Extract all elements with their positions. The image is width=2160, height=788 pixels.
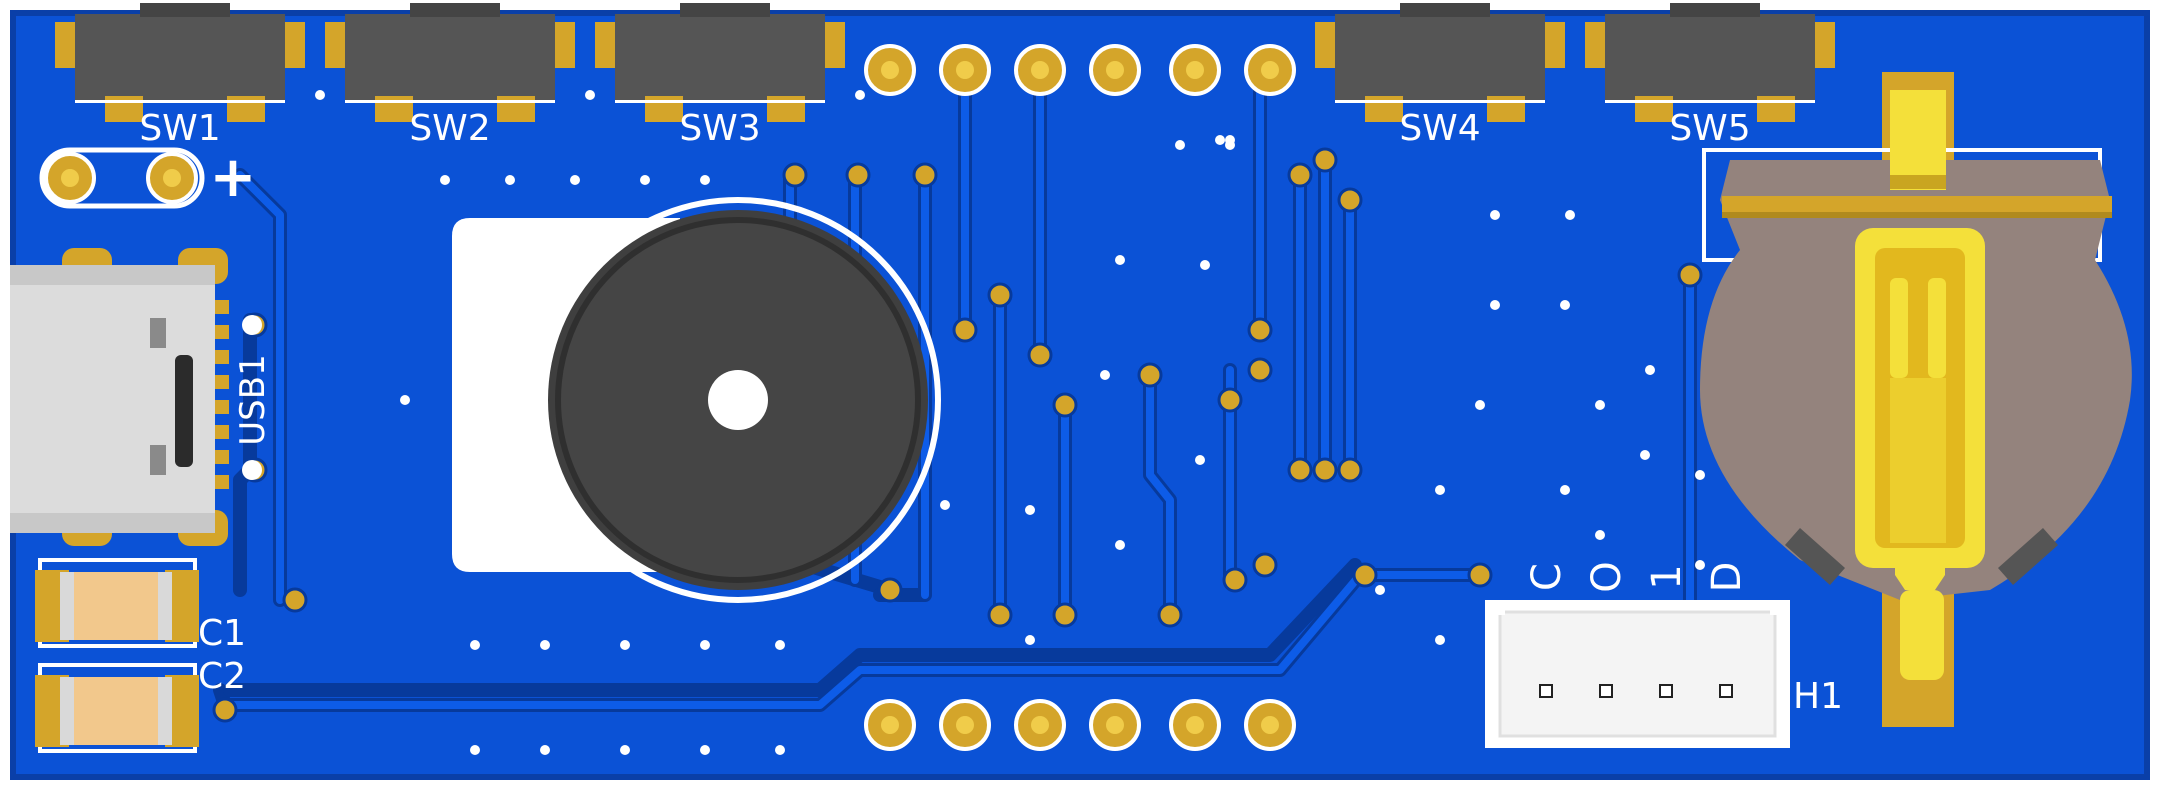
- stitching-vias: [315, 90, 1760, 755]
- switch-sw2[interactable]: [325, 3, 575, 122]
- buzzer[interactable]: [452, 197, 941, 603]
- switch-label-sw2: SW2: [409, 108, 490, 149]
- capacitor-label-c1: C1: [198, 613, 246, 654]
- header-h1[interactable]: [1485, 600, 1790, 748]
- trace-vias: [212, 147, 1703, 723]
- header-h1-pin-label-1: 1: [1644, 564, 1690, 589]
- switch-label-sw1: SW1: [139, 108, 220, 149]
- top-pin-row: [864, 44, 1296, 96]
- usb-label: USB1: [233, 354, 273, 445]
- switch-label-sw3: SW3: [679, 108, 760, 149]
- switch-sw1[interactable]: [55, 3, 305, 122]
- switch-sw3[interactable]: [595, 3, 845, 122]
- slide-switches: [55, 3, 1835, 122]
- capacitor-c2[interactable]: [35, 663, 199, 753]
- capacitor-label-c2: C2: [198, 656, 246, 697]
- power-connector: [39, 147, 205, 209]
- power-polarity-label: +: [210, 145, 257, 210]
- header-h1-pin-label-d: D: [1704, 562, 1750, 593]
- switch-sw5[interactable]: [1585, 3, 1835, 122]
- capacitor-c1[interactable]: [35, 558, 199, 648]
- header-h1-label: H1: [1793, 676, 1843, 717]
- header-h1-pin-label-c: C: [1524, 563, 1570, 591]
- header-h1-pin-label-o: O: [1584, 561, 1630, 592]
- bottom-pin-row: [864, 699, 1296, 751]
- switch-label-sw5: SW5: [1669, 108, 1750, 149]
- usb-c-connector[interactable]: [10, 248, 229, 546]
- battery-holder[interactable]: [1700, 72, 2132, 727]
- switch-sw4[interactable]: [1315, 3, 1565, 122]
- switch-label-sw4: SW4: [1399, 108, 1480, 149]
